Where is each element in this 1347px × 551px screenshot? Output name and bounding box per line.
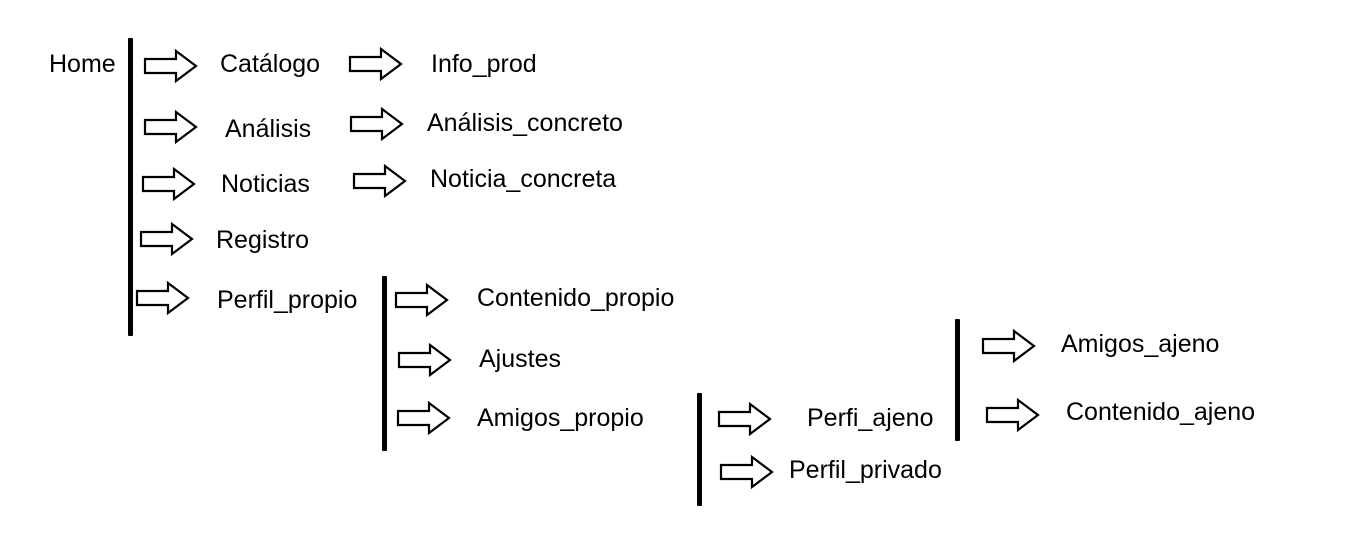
node-contenido-ajeno: Contenido_ajeno <box>1066 398 1256 426</box>
arrow-right-icon <box>717 402 773 436</box>
branch-bar-perfi-ajeno <box>955 319 960 441</box>
arrow-right-icon <box>139 222 195 256</box>
node-noticia-concreta: Noticia_concreta <box>430 165 617 193</box>
arrow-right-icon <box>719 455 775 489</box>
node-perfi-ajeno: Perfi_ajeno <box>807 404 934 432</box>
arrow-right-icon <box>397 343 453 377</box>
node-home: Home <box>49 50 116 78</box>
node-contenido-propio: Contenido_propio <box>477 284 675 312</box>
branch-bar-amigos-propio <box>697 393 702 506</box>
node-amigos-propio: Amigos_propio <box>477 404 644 432</box>
arrow-right-icon <box>349 107 405 141</box>
arrow-right-icon <box>135 281 191 315</box>
node-info-prod: Info_prod <box>431 50 537 78</box>
node-analisis-concreto: Análisis_concreto <box>427 109 623 137</box>
arrow-right-icon <box>985 398 1041 432</box>
node-ajustes: Ajustes <box>479 345 561 373</box>
arrow-right-icon <box>143 110 199 144</box>
arrow-right-icon <box>348 47 404 81</box>
arrow-right-icon <box>394 283 450 317</box>
node-registro: Registro <box>216 226 310 254</box>
node-catalogo: Catálogo <box>220 50 321 78</box>
arrow-right-icon <box>396 401 452 435</box>
node-perfil-propio: Perfil_propio <box>217 286 358 314</box>
arrow-right-icon <box>352 164 408 198</box>
arrow-right-icon <box>143 49 199 83</box>
node-noticias: Noticias <box>221 170 310 198</box>
branch-bar-perfil-propio <box>382 276 387 451</box>
node-analisis: Análisis <box>225 115 312 143</box>
branch-bar-home <box>128 38 133 336</box>
node-amigos-ajeno: Amigos_ajeno <box>1061 330 1220 358</box>
arrow-right-icon <box>141 167 197 201</box>
arrow-right-icon <box>981 329 1037 363</box>
node-perfil-privado: Perfil_privado <box>789 456 942 484</box>
